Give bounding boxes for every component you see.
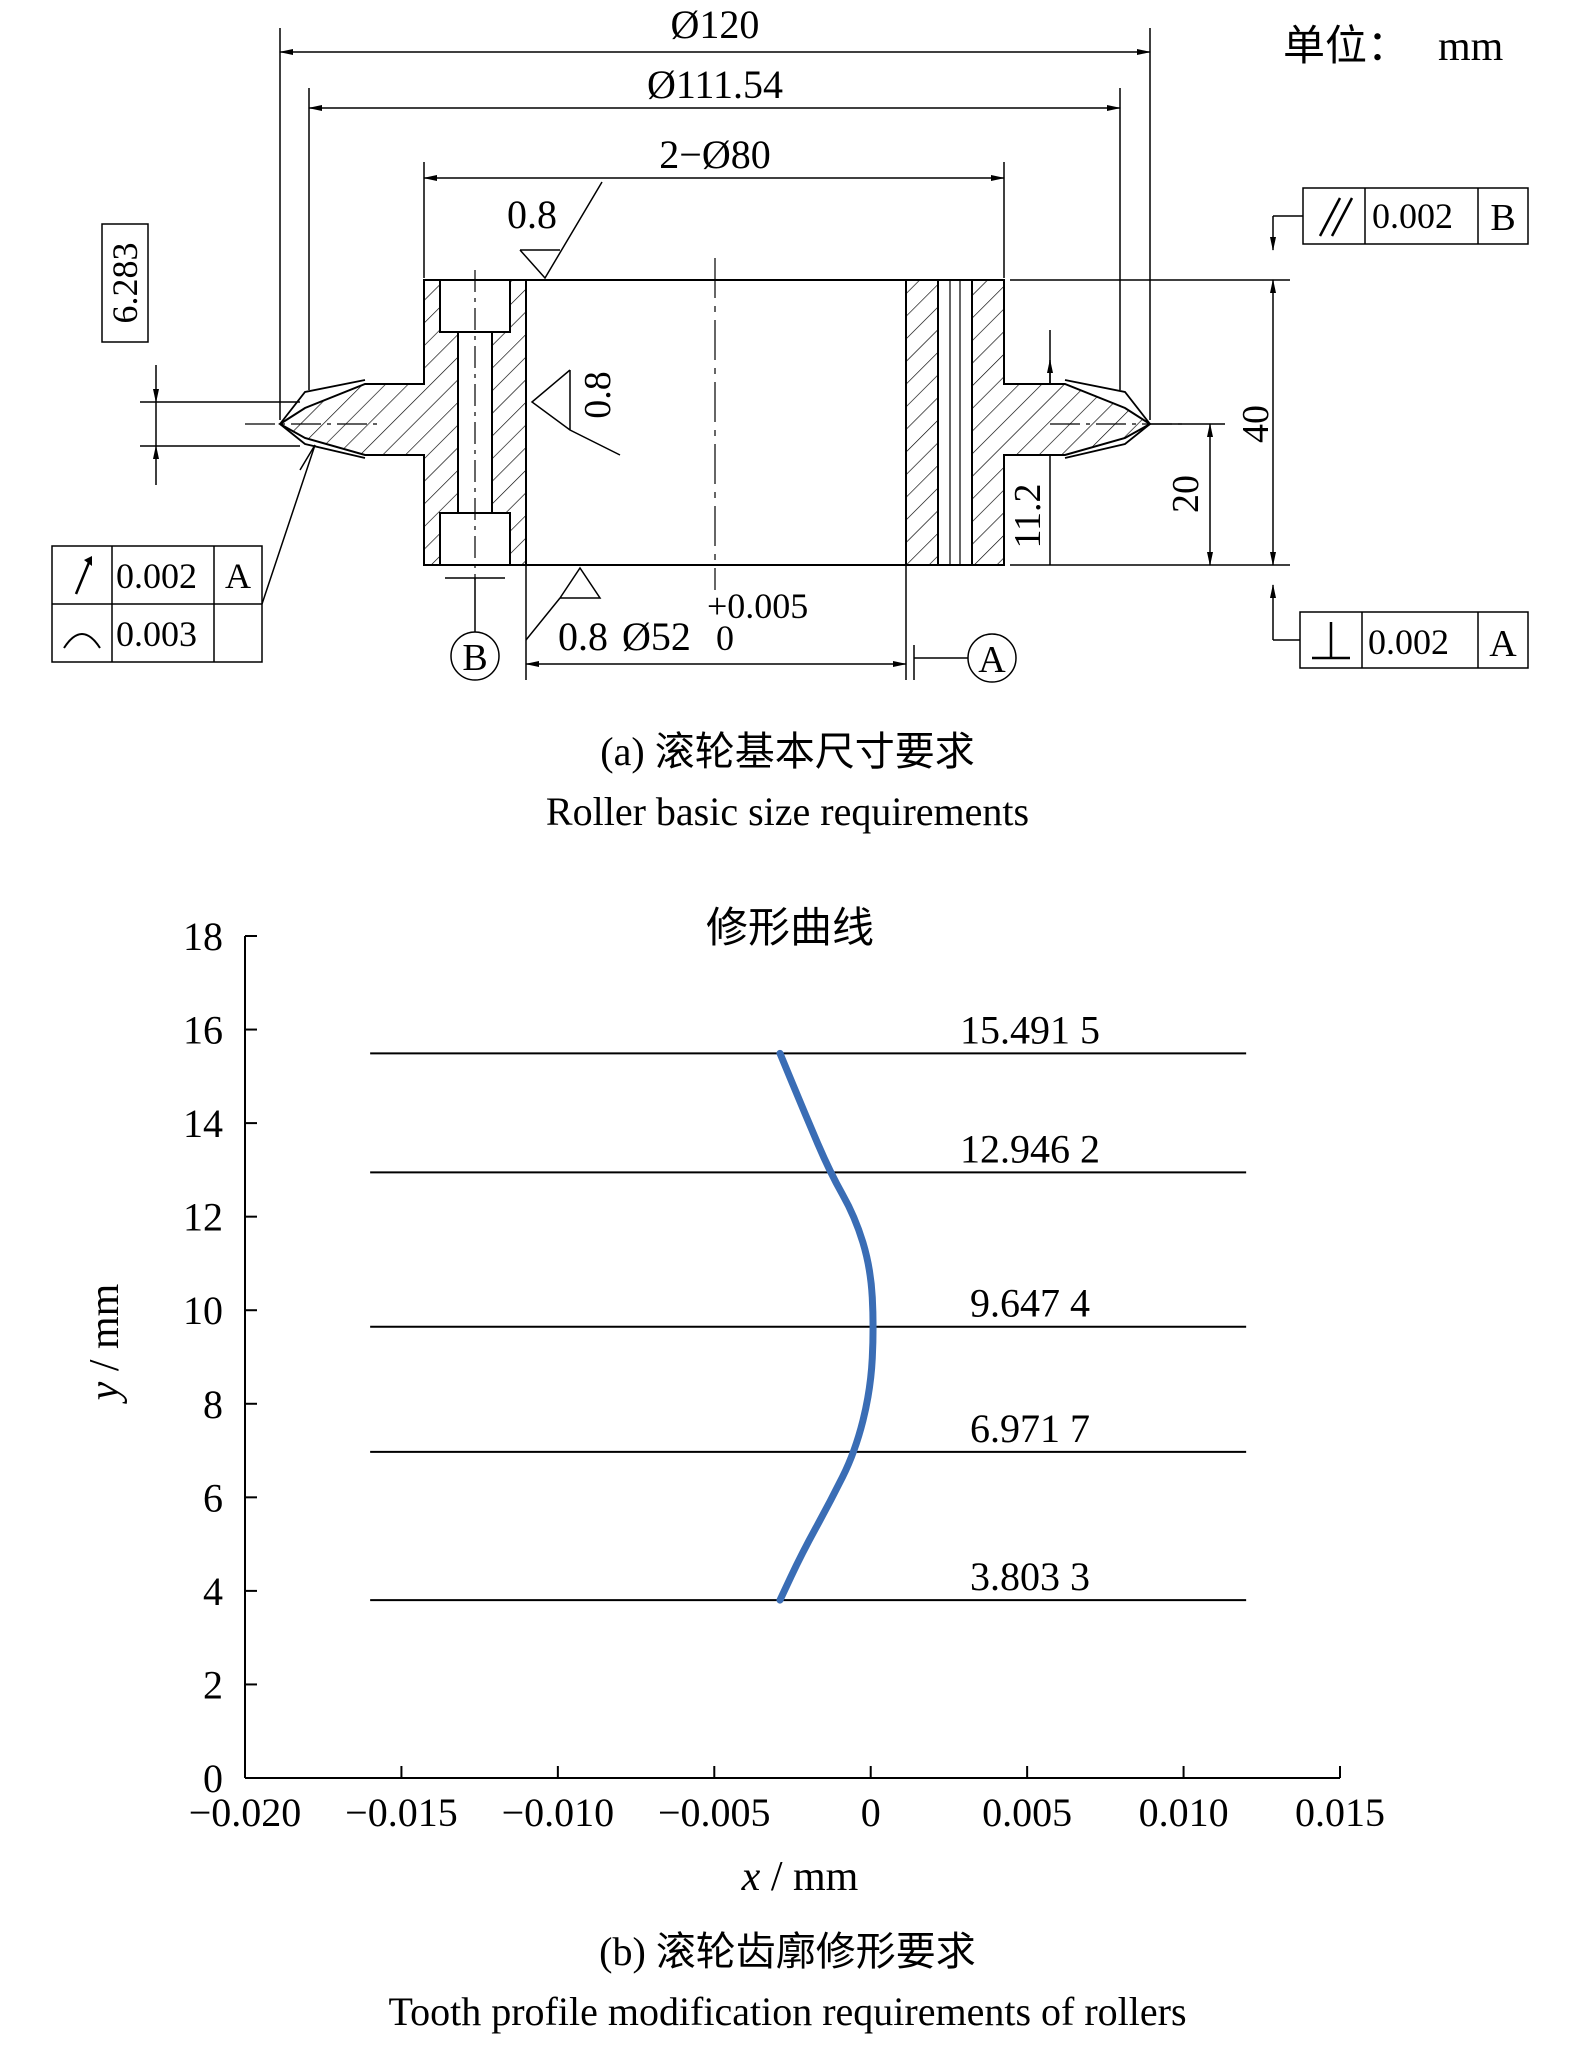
- dim-20-label: 20: [1165, 475, 1207, 513]
- caption-a-en: Roller basic size requirements: [545, 789, 1030, 834]
- y-tick-label: 10: [183, 1288, 223, 1333]
- fcf-perp-frame: [1270, 584, 1529, 669]
- fcf-runout-value: 0.002: [116, 556, 197, 596]
- fcf-parallel-datum: B: [1490, 197, 1515, 239]
- x-tick-label: −0.015: [345, 1790, 458, 1835]
- profile-curve: [776, 1049, 877, 1604]
- x-tick-label: −0.005: [658, 1790, 771, 1835]
- dim-bore-label: Ø52: [622, 614, 691, 659]
- caption-b-cn: (b) 滚轮齿廓修形要求: [599, 1929, 976, 1974]
- runout-icon: [74, 556, 92, 595]
- dim-d80: [423, 162, 1005, 278]
- fcf-parallel-frame: [1270, 187, 1529, 251]
- fcf-parallel-value: 0.002: [1372, 196, 1453, 236]
- dim-d111: [308, 88, 1121, 390]
- dim-heights: [1010, 279, 1290, 566]
- dim-tooth-width: [101, 223, 300, 485]
- section-right-tooth-tip: [1064, 379, 1151, 459]
- datum-b-symbol: [445, 577, 505, 681]
- pin-hole-right: [937, 279, 973, 566]
- roughness-inner-label: 0.8: [577, 371, 619, 419]
- y-tick-label: 6: [203, 1475, 223, 1520]
- caption-b-en: Tooth profile modification requirements …: [388, 1989, 1187, 2034]
- roughness-bottom-symbol: [525, 566, 602, 641]
- roughness-bottom-label: 0.8: [558, 614, 608, 659]
- unit-value: mm: [1438, 24, 1504, 70]
- x-tick-label: 0: [861, 1790, 881, 1835]
- profile-chart: −0.020 −0.015 −0.010 −0.005 0 0.005 0.010 0.015…: [82, 906, 1385, 1900]
- dim-d120-label: Ø120: [671, 2, 760, 47]
- y-tick-label: 12: [183, 1195, 223, 1240]
- fcf-left-frame: [51, 444, 316, 663]
- hline-label: 15.491 5: [960, 1007, 1100, 1052]
- dim-d80-label: 2−Ø80: [659, 132, 770, 177]
- profile-line-icon: [63, 633, 101, 649]
- unit-label: 单位：: [1283, 23, 1409, 70]
- roller-drawing: 单位： mm Ø120 Ø111.54 2−Ø80 0.8: [51, 2, 1529, 683]
- datum-a-label: A: [978, 639, 1006, 681]
- chart-title: 修形曲线: [706, 906, 874, 952]
- x-tick-label: 0.015: [1295, 1790, 1385, 1835]
- x-tick-label: 0.005: [982, 1790, 1072, 1835]
- datum-b-label: B: [462, 637, 487, 679]
- dim-bore-tol-upper: +0.005: [707, 586, 808, 626]
- x-tick-label: −0.010: [502, 1790, 615, 1835]
- caption-a-cn: (a) 滚轮基本尺寸要求: [600, 729, 975, 774]
- y-tick-label: 14: [183, 1101, 223, 1146]
- fcf-perp-value: 0.002: [1368, 622, 1449, 662]
- chart-series: [776, 1049, 877, 1604]
- hline-label: 9.647 4: [970, 1281, 1090, 1326]
- x-tick-label: −0.020: [189, 1790, 302, 1835]
- dim-bore: [525, 565, 907, 680]
- y-tick-label: 16: [183, 1008, 223, 1053]
- dim-bore-tol-lower: 0: [716, 618, 734, 658]
- dim-112-label: 11.2: [1007, 483, 1049, 548]
- y-tick-label: 4: [203, 1569, 223, 1614]
- fcf-profile-value: 0.003: [116, 614, 197, 654]
- fcf-runout-datum: A: [225, 556, 251, 596]
- roughness-inner-symbol: [530, 369, 621, 456]
- chart-hlines: 15.491 5 12.946 2 9.647 4 6.971 7 3.803 3: [370, 1007, 1247, 1602]
- y-tick-label: 18: [183, 914, 223, 959]
- dim-tooth-width-label: 6.283: [105, 243, 145, 324]
- perpendicularity-icon: [1312, 622, 1350, 660]
- x-tick-label: 0.010: [1139, 1790, 1229, 1835]
- section-left-tooth-tip: [279, 379, 366, 459]
- roughness-top-symbol: [519, 181, 603, 280]
- y-tick-label: 0: [203, 1756, 223, 1801]
- datum-a-symbol: [913, 633, 1017, 683]
- hline-label: 6.971 7: [970, 1406, 1090, 1451]
- parallelism-icon: [1318, 197, 1354, 237]
- x-axis-label: x / mm: [741, 1854, 859, 1900]
- pin-hole-left: [439, 270, 511, 580]
- bore-cavity: [525, 279, 907, 566]
- roughness-top-label: 0.8: [507, 192, 557, 237]
- fcf-perp-datum: A: [1489, 623, 1517, 665]
- y-tick-label: 2: [203, 1662, 223, 1707]
- dim-40-label: 40: [1235, 405, 1277, 443]
- chart-axes: −0.020 −0.015 −0.010 −0.005 0 0.005 0.010 0.015…: [183, 914, 1385, 1835]
- hline-label: 3.803 3: [970, 1554, 1090, 1599]
- dim-d120: [279, 28, 1151, 420]
- dim-d111-label: Ø111.54: [647, 62, 783, 107]
- hline-label: 12.946 2: [960, 1126, 1100, 1171]
- y-tick-label: 8: [203, 1382, 223, 1427]
- y-axis-label: y / mm: [82, 1283, 128, 1404]
